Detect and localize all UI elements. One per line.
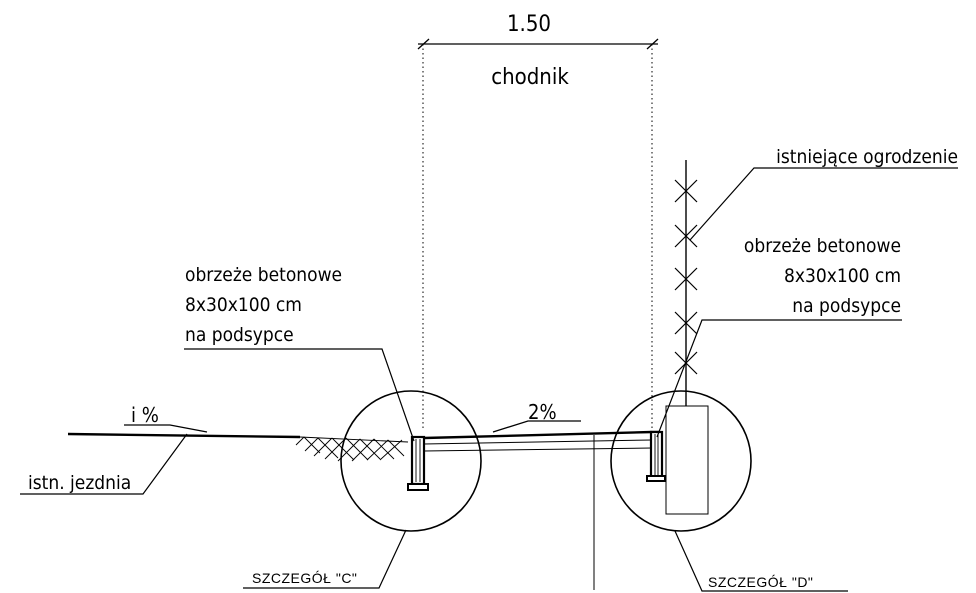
curb-right-label-line1: obrzeże betonowe <box>744 235 901 257</box>
detail-d-label: SZCZEGÓŁ "D" <box>708 574 813 590</box>
fence-leader <box>689 167 958 241</box>
sidewalk-pavement <box>423 430 660 452</box>
curb-left-label-line3: na podsypce <box>185 324 294 346</box>
road-slope-arrow <box>124 424 208 433</box>
detail-c-leader <box>243 529 407 589</box>
curb-left <box>407 435 429 491</box>
fence-foundation <box>665 405 709 515</box>
detail-c-label: SZCZEGÓŁ "C" <box>252 570 357 586</box>
road-leader <box>20 433 188 495</box>
fence-label: istniejące ogrodzenie <box>776 146 958 168</box>
road-label: istn. jezdnia <box>28 472 131 494</box>
detail-c-circle <box>340 390 482 532</box>
curb-left-leader <box>184 348 415 442</box>
curb-left-label-line1: obrzeże betonowe <box>185 264 342 286</box>
sidewalk-slope-arrow <box>492 420 581 433</box>
curb-right-label-line2: 8x30x100 cm <box>784 265 901 287</box>
curb-right-label-line3: na podsypce <box>792 295 901 317</box>
curb-left-label-line2: 8x30x100 cm <box>185 294 302 316</box>
curb-right-leader <box>656 319 902 438</box>
sidewalk-label: chodnik <box>491 65 569 90</box>
sidewalk-slope-label: 2% <box>528 400 557 424</box>
road-surface-line <box>67 432 301 439</box>
soil-hatching <box>295 436 409 462</box>
curb-right <box>646 430 666 482</box>
dimension-line <box>417 38 659 430</box>
road-slope-label: i % <box>131 403 159 427</box>
detail-d-circle <box>610 390 752 532</box>
dimension-value: 1.50 <box>507 12 551 37</box>
detail-d-leader <box>674 530 848 592</box>
